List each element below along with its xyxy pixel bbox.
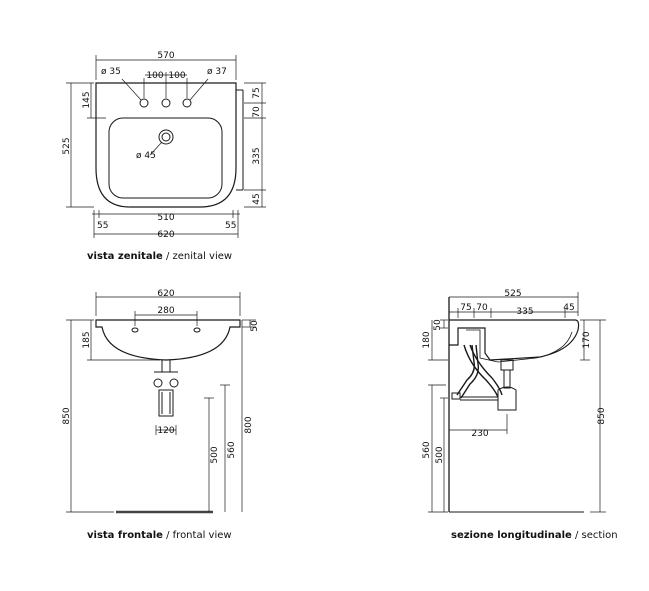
- dim-top-335: 335: [252, 147, 262, 164]
- drain-icon: [158, 129, 174, 145]
- basin-bowl-top: [108, 117, 223, 199]
- dim-sec-500: 500: [435, 446, 445, 463]
- fixing-hole-left-icon: [131, 327, 139, 333]
- dim-front-50: 50: [250, 320, 260, 332]
- caption-section-bold: sezione longitudinale: [451, 530, 572, 541]
- dim-top-75: 75: [252, 87, 262, 98]
- dim-sec-170: 170: [582, 331, 592, 348]
- section-view: [448, 297, 580, 512]
- basin-front-profile: [95, 319, 241, 361]
- dim-top-70: 70: [252, 106, 262, 118]
- siphon-body: [158, 389, 174, 417]
- dim-sec-70: 70: [476, 303, 488, 313]
- dim-front-620: 620: [157, 289, 174, 299]
- basin-section-profile: [449, 319, 580, 361]
- dim-sec-45: 45: [563, 303, 574, 313]
- front-view: [95, 319, 241, 417]
- caption-top-sep: /: [162, 251, 173, 262]
- dim-top-570: 570: [157, 51, 174, 61]
- dim-sec-525: 525: [504, 289, 521, 299]
- fixing-hole-right-icon: [193, 327, 201, 333]
- caption-front-view: vista frontale / frontal view: [87, 530, 232, 541]
- dim-top-drain: ø 45: [136, 151, 156, 161]
- dim-top-100-left: 100: [146, 71, 163, 81]
- dim-front-120: 120: [157, 426, 174, 436]
- dim-top-525: 525: [62, 137, 72, 154]
- basin-outline-top: [95, 82, 237, 208]
- tap-hole-right-icon: [182, 98, 192, 108]
- tap-hole-left-icon: [139, 98, 149, 108]
- caption-front-sep: /: [162, 530, 173, 541]
- dim-front-850: 850: [62, 407, 72, 424]
- caption-top-light: zenital view: [172, 251, 233, 262]
- dim-sec-180: 180: [422, 331, 432, 348]
- top-view: [95, 82, 244, 208]
- dim-sec-850: 850: [597, 407, 607, 424]
- dim-top-55-right: 55: [225, 221, 236, 231]
- caption-section-sep: /: [571, 530, 582, 541]
- dim-front-560: 560: [227, 441, 237, 458]
- dim-sec-560: 560: [422, 441, 432, 458]
- caption-front-bold: vista frontale: [87, 530, 163, 541]
- section-view-dimensions: [428, 292, 606, 513]
- dim-top-hole-right: ø 37: [207, 67, 227, 77]
- caption-front-light: frontal view: [172, 530, 232, 541]
- dim-front-800: 800: [244, 416, 254, 433]
- dim-sec-335: 335: [516, 307, 533, 317]
- dim-top-45: 45: [252, 193, 262, 204]
- caption-top-view: vista zenitale / zenital view: [87, 251, 232, 262]
- tap-hole-center-icon: [161, 98, 171, 108]
- top-view-dimensions: [66, 55, 266, 238]
- dim-sec-230: 230: [471, 429, 488, 439]
- dim-top-100-right: 100: [168, 71, 185, 81]
- dim-front-280: 280: [157, 306, 174, 316]
- siphon-top: [161, 359, 171, 373]
- dim-front-500: 500: [210, 446, 220, 463]
- dim-top-55-left: 55: [97, 221, 108, 231]
- caption-top-bold: vista zenitale: [87, 251, 163, 262]
- caption-section-light: section: [581, 530, 618, 541]
- dim-sec-50: 50: [433, 319, 443, 331]
- dim-top-620: 620: [157, 230, 174, 240]
- drain-inner-icon: [161, 132, 171, 142]
- front-view-dimensions: [66, 292, 256, 513]
- dim-front-185: 185: [82, 331, 92, 348]
- caption-section-view: sezione longitudinale / section: [451, 530, 618, 541]
- dim-top-145: 145: [82, 91, 92, 108]
- dim-top-510: 510: [157, 213, 174, 223]
- dim-top-hole-left: ø 35: [101, 67, 121, 77]
- dim-sec-75: 75: [460, 303, 471, 313]
